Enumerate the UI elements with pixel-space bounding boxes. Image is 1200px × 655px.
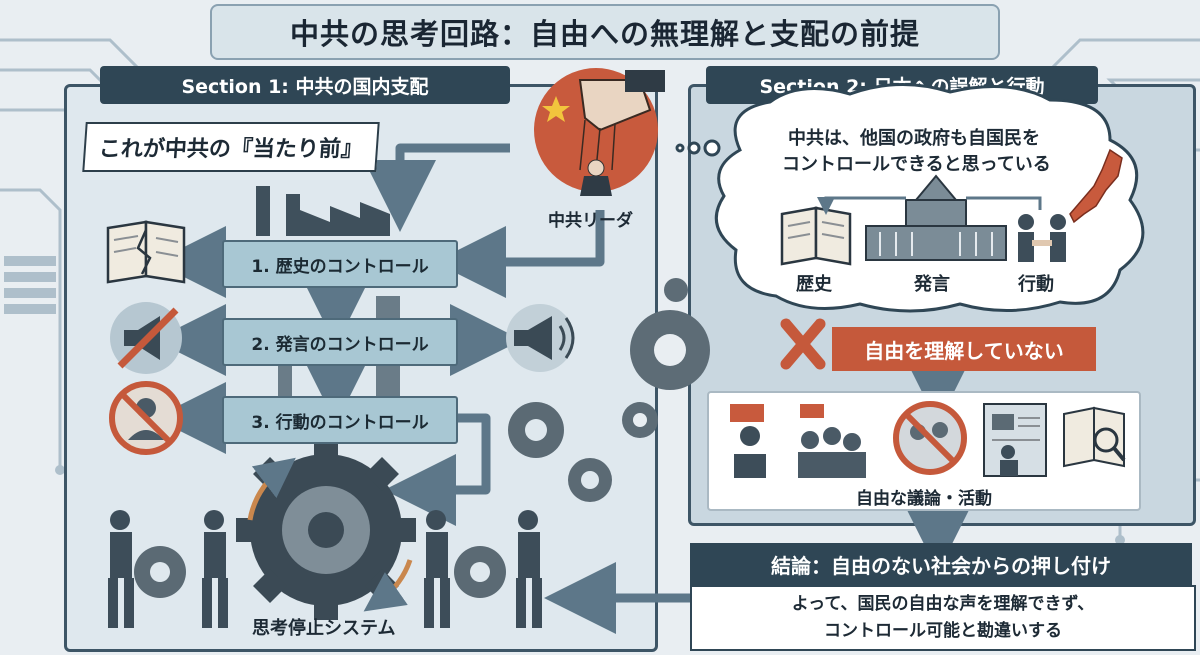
prohibited-crowd-icon <box>893 401 967 475</box>
worker-icon <box>108 510 542 628</box>
leader-label: 中共リーダ <box>548 211 633 231</box>
section1-heading: Section 1: 中共の国内支配 <box>100 66 510 104</box>
control-history: 1. 歴史のコントロール <box>222 240 458 288</box>
conclusion-body: よって、国民の自由な声を理解できず、 コントロール可能と勘違いする <box>690 585 1196 651</box>
control-speech: 2. 発言のコントロール <box>222 318 458 366</box>
parliament-icon <box>865 174 1007 261</box>
icon-label-speech: 発言 <box>914 274 950 295</box>
warning-banner: 自由を理解していない <box>832 327 1096 371</box>
news-screen-icon <box>983 403 1047 477</box>
page-title: 中共の思考回路：自由への無理解と支配の前提 <box>210 4 1000 60</box>
control-action: 3. 行動のコントロール <box>222 396 458 444</box>
japan-map-icon <box>1069 148 1123 224</box>
muted-megaphone-icon <box>110 302 182 374</box>
cloud-line-2: コントロールできると思っている <box>782 154 1051 175</box>
handshake-icon <box>1018 214 1066 262</box>
conclusion-line-2: コントロール可能と勘違いする <box>824 621 1062 641</box>
cloud-line-1: 中共は、他国の政府も自国民を <box>788 128 1040 149</box>
gear-icon-small <box>134 278 710 598</box>
free-activity-label: 自由な議論・活動 <box>856 489 992 509</box>
prohibited-person-icon <box>109 381 183 455</box>
magnifier-book-icon <box>1063 406 1126 468</box>
torn-book-icon <box>106 220 186 284</box>
thought-cloud <box>675 82 1145 313</box>
system-label: 思考停止システム <box>252 618 396 639</box>
conclusion-line-1: よって、国民の自由な声を理解できず、 <box>791 594 1095 614</box>
conclusion-heading: 結論：自由のない社会からの押し付け <box>690 543 1192 585</box>
book-icon <box>780 206 852 266</box>
icon-label-history: 歴史 <box>796 274 832 295</box>
icon-label-action: 行動 <box>1018 274 1054 295</box>
megaphone-icon <box>506 304 575 372</box>
protester-icon <box>730 404 766 478</box>
puppet-master-icon <box>534 68 665 196</box>
crowd-icon <box>798 404 866 478</box>
x-mark-icon <box>780 318 826 370</box>
